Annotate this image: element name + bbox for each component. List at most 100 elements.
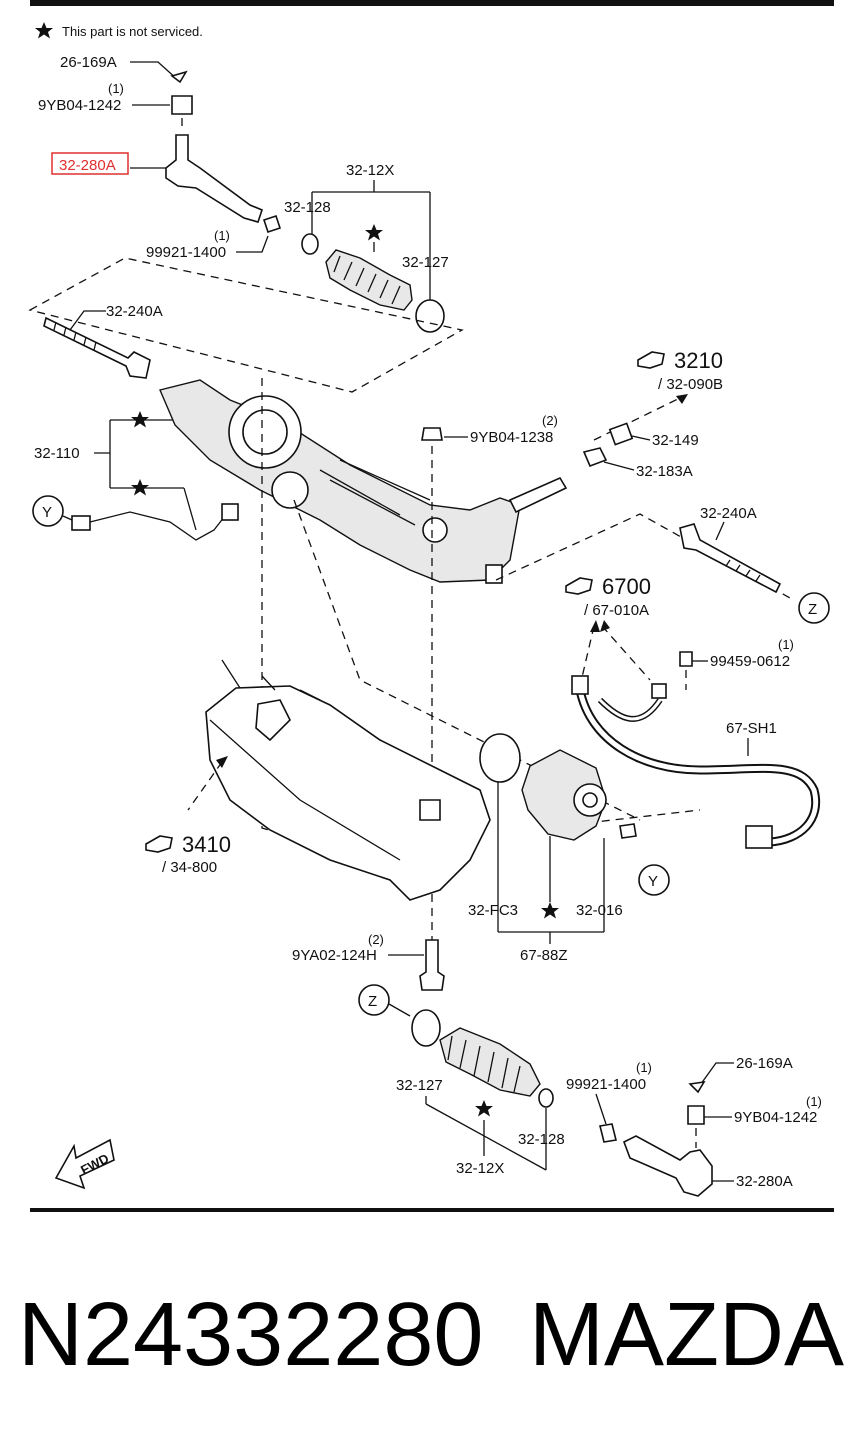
bottom-boot (439, 1027, 541, 1097)
label-top-tie-rod-end[interactable]: 32-280A (59, 157, 116, 174)
part-32-183a (582, 447, 608, 468)
label-bottom-locknut-qty: (1) (636, 1060, 652, 1075)
marker-z-right-label: Z (808, 601, 817, 618)
bottom-border (30, 1208, 834, 1212)
star-icon (365, 224, 383, 241)
motor-bolt (619, 823, 637, 839)
left-connector-group: Y (32, 495, 239, 541)
bolt-9yb04-1238-group: (2) 9YB04-1238 (421, 413, 558, 980)
marker-y-left[interactable] (32, 495, 64, 527)
label-bottom-boot-kit[interactable]: 32-12X (456, 1160, 504, 1177)
marker-z-left-label: Z (368, 993, 377, 1010)
label-bolt-9yb04-1238-qty: (2) (542, 413, 558, 428)
footer-part-number: N24332280 (18, 1285, 484, 1385)
top-tie-rod-end (165, 134, 263, 223)
right-inner-tie-rod-group: 32-240A Z (495, 505, 830, 624)
label-harness[interactable]: 67-SH1 (726, 720, 777, 737)
top-castle-nut (171, 95, 193, 115)
label-bolt-99459[interactable]: 99459-0612 (710, 653, 790, 670)
marker-z-left[interactable] (358, 984, 390, 1016)
label-left-inner-tie-rod[interactable]: 32-240A (106, 303, 163, 320)
bottom-boot-kit-group: Z 32-127 32-128 32-12X (358, 984, 565, 1177)
label-part-32-183a[interactable]: 32-183A (636, 463, 693, 480)
label-top-locknut-qty: (1) (214, 228, 230, 243)
bottom-boot-clamp (538, 1088, 554, 1108)
label-bottom-cotter-ref[interactable]: 26-169A (736, 1055, 793, 1072)
label-o-ring[interactable]: 32-FC3 (468, 902, 518, 919)
top-boot-kit-group: 32-12X 32-128 32-127 (284, 162, 449, 333)
bottom-tie-rod-end (622, 1135, 713, 1197)
motor-kit-group: 32-FC3 32-016 67-88Z Y (468, 733, 670, 964)
marker-y-right[interactable] (638, 864, 670, 896)
star-icon (475, 1100, 493, 1117)
label-top-nut[interactable]: 9YB04-1242 (38, 97, 121, 114)
label-top-tie-rod-end-highlight (51, 152, 129, 175)
label-top-cotter-ref[interactable]: 26-169A (60, 54, 117, 71)
ref-3210-group: 3210 / 32-090B (593, 348, 723, 441)
bottom-tie-rod-end-group: (1) 99921-1400 26-169A (1) 9YB04-1242 32… (566, 1055, 822, 1197)
top-tie-rod-end-group: 26-169A (1) 9YB04-1242 32-280A (1) 99921… (38, 54, 282, 261)
right-inner-tie-rod (679, 523, 782, 594)
hand-pointer-icon (565, 577, 593, 595)
label-ref-6700-sub: / 67-010A (584, 602, 649, 619)
top-locknut (262, 214, 282, 234)
bolt-9ya02 (419, 939, 445, 991)
bottom-locknut (599, 1123, 617, 1143)
bolt-9yb04-1238 (421, 427, 443, 441)
label-top-boot-band[interactable]: 32-127 (402, 254, 449, 271)
label-top-nut-qty: (1) (108, 81, 124, 96)
marker-y-right-label: Y (648, 873, 658, 890)
label-ref-3410[interactable]: 3410 (182, 832, 231, 857)
motor (521, 749, 607, 841)
label-bolt-9ya02-qty: (2) (368, 932, 384, 947)
label-bottom-boot-clamp[interactable]: 32-128 (518, 1131, 565, 1148)
label-bottom-nut-qty: (1) (806, 1094, 822, 1109)
bolt-99459 (679, 651, 693, 667)
label-ref-6700[interactable]: 6700 (602, 574, 651, 599)
marker-z-right[interactable] (798, 592, 830, 624)
star-icon (131, 479, 149, 496)
label-right-inner-tie-rod[interactable]: 32-240A (700, 505, 757, 522)
label-top-boot-kit[interactable]: 32-12X (346, 162, 394, 179)
legend: This part is not serviced. (35, 22, 203, 39)
label-top-locknut[interactable]: 99921-1400 (146, 244, 226, 261)
marker-y-left-label: Y (42, 504, 52, 521)
footer-brand: MAZDA (529, 1285, 844, 1385)
ref-6700-group: 6700 / 67-010A (565, 574, 651, 687)
label-bottom-nut[interactable]: 9YB04-1242 (734, 1109, 817, 1126)
top-boot-band (415, 299, 445, 333)
bolt-99459-group: (1) 99459-0612 (679, 637, 794, 690)
label-bottom-locknut[interactable]: 99921-1400 (566, 1076, 646, 1093)
part-32-149 (608, 422, 634, 446)
star-icon (35, 22, 53, 39)
label-bottom-boot-band[interactable]: 32-127 (396, 1077, 443, 1094)
star-icon (131, 411, 149, 428)
top-border (30, 0, 834, 6)
label-motor-bolt[interactable]: 32-016 (576, 902, 623, 919)
label-ref-3210-sub: / 32-090B (658, 376, 723, 393)
bolt-9ya02-group: (2) 9YA02-124H (292, 932, 445, 991)
label-bottom-tie-rod-end[interactable]: 32-280A (736, 1173, 793, 1190)
label-rack-assembly[interactable]: 32-110 (34, 445, 80, 462)
bottom-castle-nut (687, 1105, 705, 1125)
legend-note: This part is not serviced. (62, 24, 203, 39)
left-inner-tie-rod-group: 32-240A (28, 257, 464, 393)
star-icon (541, 902, 559, 919)
label-top-boot-clamp[interactable]: 32-128 (284, 199, 331, 216)
label-ref-3210[interactable]: 3210 (674, 348, 723, 373)
label-bolt-9yb04-1238[interactable]: 9YB04-1238 (470, 429, 553, 446)
label-ref-3410-sub: / 34-800 (162, 859, 217, 876)
label-motor-kit[interactable]: 67-88Z (520, 947, 568, 964)
label-bolt-9ya02[interactable]: 9YA02-124H (292, 947, 377, 964)
top-boot (325, 249, 413, 311)
crossmember (205, 685, 491, 901)
rack-assembly-group: 32-110 (34, 379, 568, 584)
hand-pointer-icon (637, 351, 665, 369)
label-part-32-149[interactable]: 32-149 (652, 432, 699, 449)
harness-group: 67-SH1 (571, 675, 821, 849)
o-ring (479, 733, 521, 783)
parts-32-149-183a-group: 32-149 32-183A (582, 422, 699, 480)
label-bolt-99459-qty: (1) (778, 637, 794, 652)
crossmember-group: 3410 / 34-800 (145, 378, 701, 901)
